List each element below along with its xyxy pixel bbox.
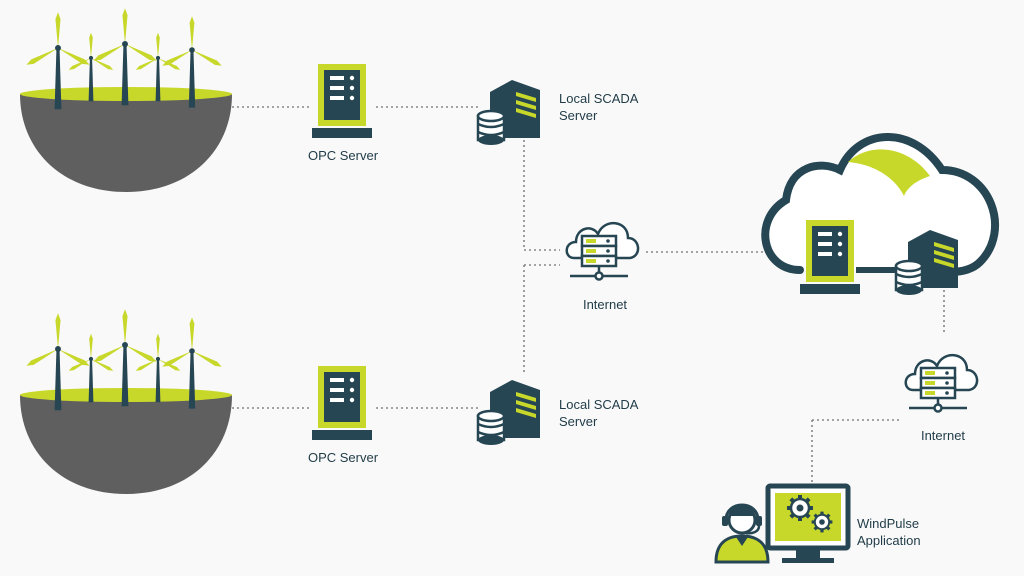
- opc-server-top: OPC Server: [308, 64, 379, 163]
- internet-center: Internet: [565, 221, 640, 312]
- server-tower-icon: [476, 378, 542, 447]
- connection-lines: [232, 106, 945, 488]
- opc-server-bottom: OPC Server: [308, 366, 379, 465]
- opc-server-top-label: OPC Server: [308, 148, 379, 163]
- operator-headset-icon: [714, 503, 770, 564]
- local-scada-bottom-label-line2: Server: [559, 414, 598, 429]
- internet-right: Internet: [904, 353, 979, 443]
- opc-server-icon: [800, 220, 860, 294]
- opc-server-bottom-label: OPC Server: [308, 450, 379, 465]
- wind-farm-top: [20, 8, 232, 192]
- local-scada-bottom-label-line1: Local SCADA: [559, 397, 639, 412]
- wind-farm-bottom: [20, 309, 232, 494]
- local-scada-server-bottom: Local SCADA Server: [476, 378, 639, 447]
- local-scada-top-label-line2: Server: [559, 108, 598, 123]
- cloud-network-icon: [904, 353, 979, 413]
- internet-right-label: Internet: [921, 428, 965, 443]
- local-scada-server-top: Local SCADA Server: [476, 78, 639, 147]
- windpulse-label-line1: WindPulse: [857, 516, 919, 531]
- monitor-gears-icon: [765, 483, 851, 563]
- windpulse-application: WindPulse Application: [765, 483, 921, 563]
- windpulse-label-line2: Application: [857, 533, 921, 548]
- local-scada-top-label-line1: Local SCADA: [559, 91, 639, 106]
- gear-icon: [785, 493, 815, 523]
- server-tower-icon: [476, 78, 542, 147]
- gear-icon: [809, 510, 835, 535]
- internet-center-label: Internet: [583, 297, 627, 312]
- opc-server-icon: [312, 64, 372, 138]
- cloud: [761, 133, 1000, 297]
- cloud-network-icon: [565, 221, 640, 281]
- opc-server-icon: [312, 366, 372, 440]
